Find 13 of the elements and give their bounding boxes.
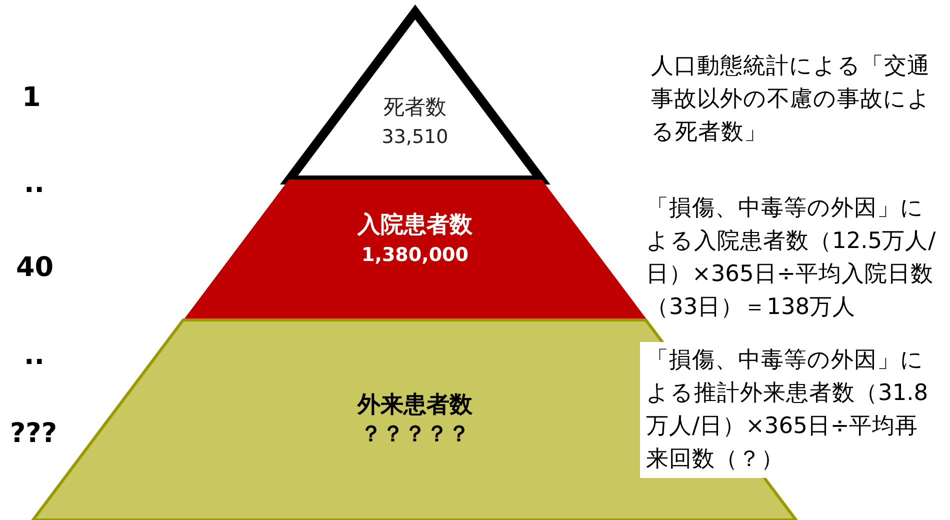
ratio-label: ???	[10, 418, 57, 449]
tier-title: 外来患者数	[357, 391, 472, 420]
note-text: 「損傷、中毒等の外因」による入院患者数（12.5万人/日）×365日÷平均入院日数（33日）＝138万人	[645, 194, 937, 322]
tier-value: ？？？？？	[360, 421, 470, 449]
ratio-label: ..	[24, 340, 45, 371]
tier-value: 1,380,000	[362, 243, 468, 268]
tier-title: 入院患者数	[357, 211, 472, 240]
ratio-label: 1	[22, 82, 41, 113]
note-text: 人口動態統計による「交通事故以外の不慮の事故による死者数」	[650, 52, 932, 147]
tier-value: 33,510	[382, 125, 448, 150]
ratio-label: ..	[24, 168, 45, 199]
ratio-label: 40	[16, 252, 54, 283]
tier-title: 死者数	[383, 94, 446, 121]
